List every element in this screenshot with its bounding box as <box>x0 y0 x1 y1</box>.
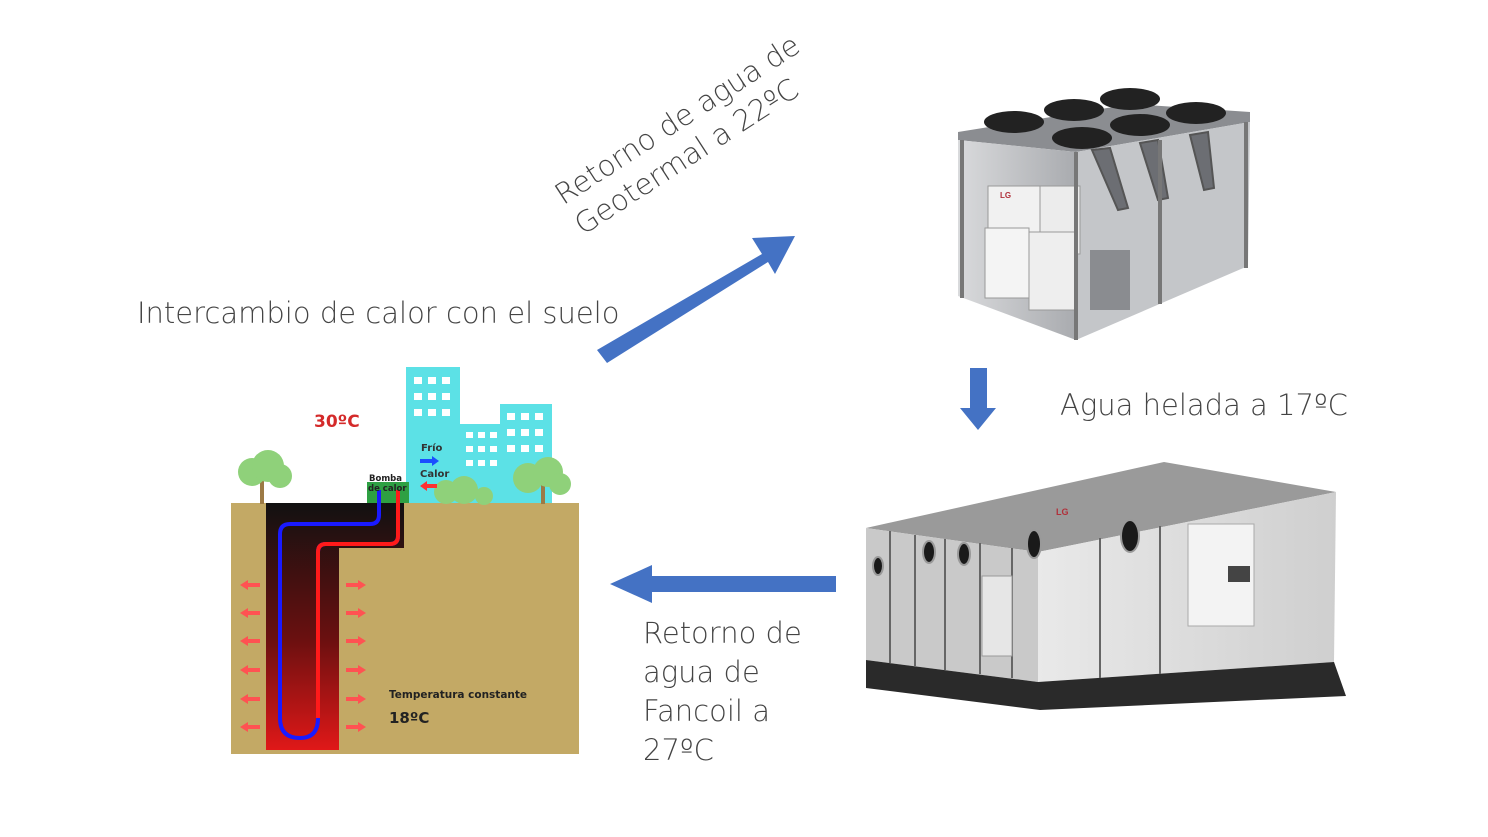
bushes <box>434 476 493 505</box>
arrow-fancoil-return <box>610 565 836 603</box>
ground-heat-arrows <box>240 580 366 732</box>
chiller-unit: LG <box>958 88 1250 340</box>
heat-label: Calor <box>420 469 449 480</box>
borehole <box>266 503 404 750</box>
tree-left <box>238 450 292 504</box>
surface-temp: 30ºC <box>314 412 360 432</box>
fancoil-return-label: Retorno de agua de Fancoil a 27ºC <box>643 616 802 767</box>
tree-right <box>513 457 571 504</box>
geothermal-illustration: 30ºC Bomba de calor Frío Calor Temperatu… <box>231 367 579 754</box>
cold-label: Frío <box>421 442 443 454</box>
ahu-brand: LG <box>1056 507 1069 517</box>
constant-temp-label: Temperatura constante <box>389 689 527 701</box>
heat-arrow-icon <box>420 481 437 491</box>
constant-temp-value: 18ºC <box>389 709 429 727</box>
chiller-brand: LG <box>1000 191 1011 200</box>
pump-label-1: Bomba <box>369 474 402 484</box>
air-handling-unit: LG <box>866 462 1346 710</box>
pump-label-2: de calor <box>368 484 407 494</box>
ground-exchange-label: Intercambio de calor con el suelo <box>137 296 620 330</box>
arrow-chilled-water <box>960 368 996 430</box>
arrow-geo-return <box>597 236 795 363</box>
hot-pipe <box>316 490 400 718</box>
cold-arrow-icon <box>420 456 439 466</box>
chilled-water-label: Agua helada a 17ºC <box>1060 388 1348 422</box>
